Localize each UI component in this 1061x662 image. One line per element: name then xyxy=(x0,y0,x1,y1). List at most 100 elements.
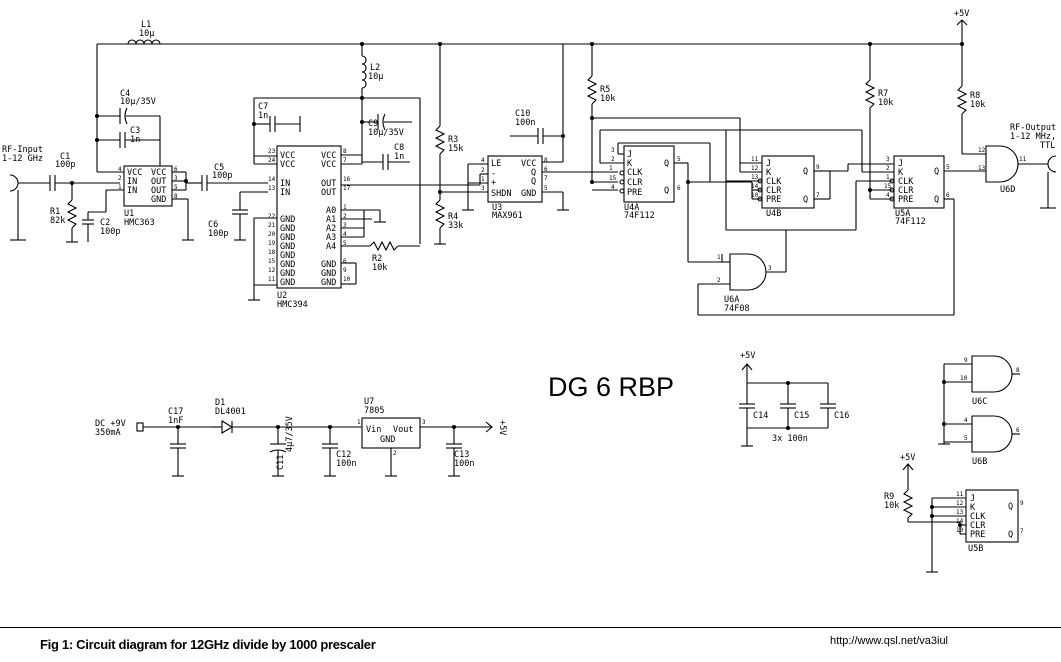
svg-text:GND: GND xyxy=(280,251,295,261)
c6-value: 100p xyxy=(208,229,228,239)
diagram-title: DG 6 RBP xyxy=(548,372,674,402)
svg-text:Q: Q xyxy=(934,167,939,177)
svg-text:17: 17 xyxy=(343,185,351,192)
svg-text:GND: GND xyxy=(521,189,536,199)
svg-text:1: 1 xyxy=(609,165,613,172)
svg-text:SHDN: SHDN xyxy=(491,189,511,199)
svg-text:CLR: CLR xyxy=(898,186,914,196)
capacitor-c8: C8 1n xyxy=(362,143,410,170)
svg-text:5: 5 xyxy=(946,164,950,171)
u5a-part: 74F112 xyxy=(895,217,926,227)
svg-text:5: 5 xyxy=(544,185,548,192)
svg-text:1: 1 xyxy=(481,176,485,183)
svg-text:10: 10 xyxy=(751,192,759,199)
svg-text:19: 19 xyxy=(268,240,276,247)
resistor-r8: R8 10k xyxy=(956,44,986,155)
r9-vcc-label: +5V xyxy=(900,453,915,463)
svg-text:8: 8 xyxy=(174,193,178,200)
svg-text:4: 4 xyxy=(481,157,485,164)
svg-text:J: J xyxy=(766,159,771,169)
svg-text:8: 8 xyxy=(544,157,548,164)
svg-text:Vin: Vin xyxy=(366,425,381,435)
svg-text:LE: LE xyxy=(491,159,501,169)
caps-note: 3x 100n xyxy=(772,434,808,444)
resistor-r2: R2 10k xyxy=(341,240,420,273)
svg-text:GND: GND xyxy=(280,224,295,234)
svg-text:8: 8 xyxy=(343,148,347,155)
svg-text:3: 3 xyxy=(422,419,426,426)
svg-text:CLR: CLR xyxy=(766,186,782,196)
u2-part: HMC394 xyxy=(277,300,308,310)
svg-text:PRE: PRE xyxy=(970,530,985,540)
svg-text:2: 2 xyxy=(393,450,397,457)
svg-text:GND: GND xyxy=(380,435,395,445)
svg-text:Q: Q xyxy=(531,168,536,178)
r9-ref: R9 xyxy=(884,492,894,502)
capacitor-c6: C6 100p xyxy=(208,191,268,241)
c11-value: 4µ7/35V xyxy=(285,416,295,452)
svg-text:6: 6 xyxy=(946,192,950,199)
c1-ref: C1 xyxy=(60,152,70,162)
svg-text:OUT: OUT xyxy=(321,188,336,198)
svg-text:13: 13 xyxy=(751,174,759,181)
svg-text:5: 5 xyxy=(677,156,681,163)
svg-text:VCC: VCC xyxy=(151,168,166,178)
svg-text:Q: Q xyxy=(803,195,808,205)
resistor-r4: R4 33k xyxy=(434,190,463,245)
c9-ref: C9 xyxy=(368,119,378,129)
r1-ref: R1 xyxy=(50,207,60,217)
svg-text:Q: Q xyxy=(1008,530,1013,540)
svg-text:1: 1 xyxy=(886,174,890,181)
svg-text:VCC: VCC xyxy=(321,151,336,161)
d1-value: DL4001 xyxy=(215,407,246,417)
svg-text:A1: A1 xyxy=(326,215,336,225)
svg-text:J: J xyxy=(627,150,632,160)
svg-text:12: 12 xyxy=(978,147,986,154)
resistor-r3: R3 15k xyxy=(434,44,463,195)
svg-text:Q: Q xyxy=(934,195,939,205)
svg-text:2: 2 xyxy=(118,175,122,182)
svg-text:24: 24 xyxy=(268,157,276,164)
c5-value: 100p xyxy=(212,171,232,181)
svg-text:9: 9 xyxy=(343,267,347,274)
svg-text:CLR: CLR xyxy=(970,521,986,531)
rf-input-label-2: 1-12 GHz xyxy=(2,154,43,164)
c16-ref: C16 xyxy=(834,411,849,421)
svg-text:K: K xyxy=(898,168,904,178)
svg-text:1: 1 xyxy=(343,204,347,211)
svg-text:J: J xyxy=(898,159,903,169)
svg-text:VCC: VCC xyxy=(321,160,336,170)
svg-text:15: 15 xyxy=(884,183,892,190)
svg-text:13: 13 xyxy=(956,509,964,516)
svg-text:9: 9 xyxy=(1020,500,1024,507)
svg-text:9: 9 xyxy=(964,357,968,364)
svg-text:GND: GND xyxy=(321,260,336,270)
svg-text:2: 2 xyxy=(343,213,347,220)
u6b-ref: U6B xyxy=(972,457,987,467)
svg-text:OUT: OUT xyxy=(151,186,166,196)
svg-text:PRE: PRE xyxy=(627,188,642,198)
svg-text:9: 9 xyxy=(816,164,820,171)
capacitor-c1: C1 100p xyxy=(49,152,120,191)
svg-text:VCC: VCC xyxy=(280,151,295,161)
capacitor-c3: C3 1n xyxy=(95,126,160,148)
c8-value: 1n xyxy=(394,152,404,162)
svg-text:11: 11 xyxy=(268,276,276,283)
r7-ref: R7 xyxy=(878,89,888,99)
svg-text:OUT: OUT xyxy=(321,179,336,189)
r5-value: 10k xyxy=(600,94,615,104)
u1-part: HMC363 xyxy=(124,218,155,228)
svg-text:14: 14 xyxy=(956,518,964,525)
svg-text:VCC: VCC xyxy=(521,159,536,169)
resistor-r5: R5 10k xyxy=(586,44,741,191)
svg-text:K: K xyxy=(627,159,633,169)
rf-output-label-3: TTL xyxy=(1040,141,1055,151)
svg-text:IN: IN xyxy=(280,179,290,189)
svg-text:PRE: PRE xyxy=(898,195,913,205)
svg-text:20: 20 xyxy=(268,231,276,238)
